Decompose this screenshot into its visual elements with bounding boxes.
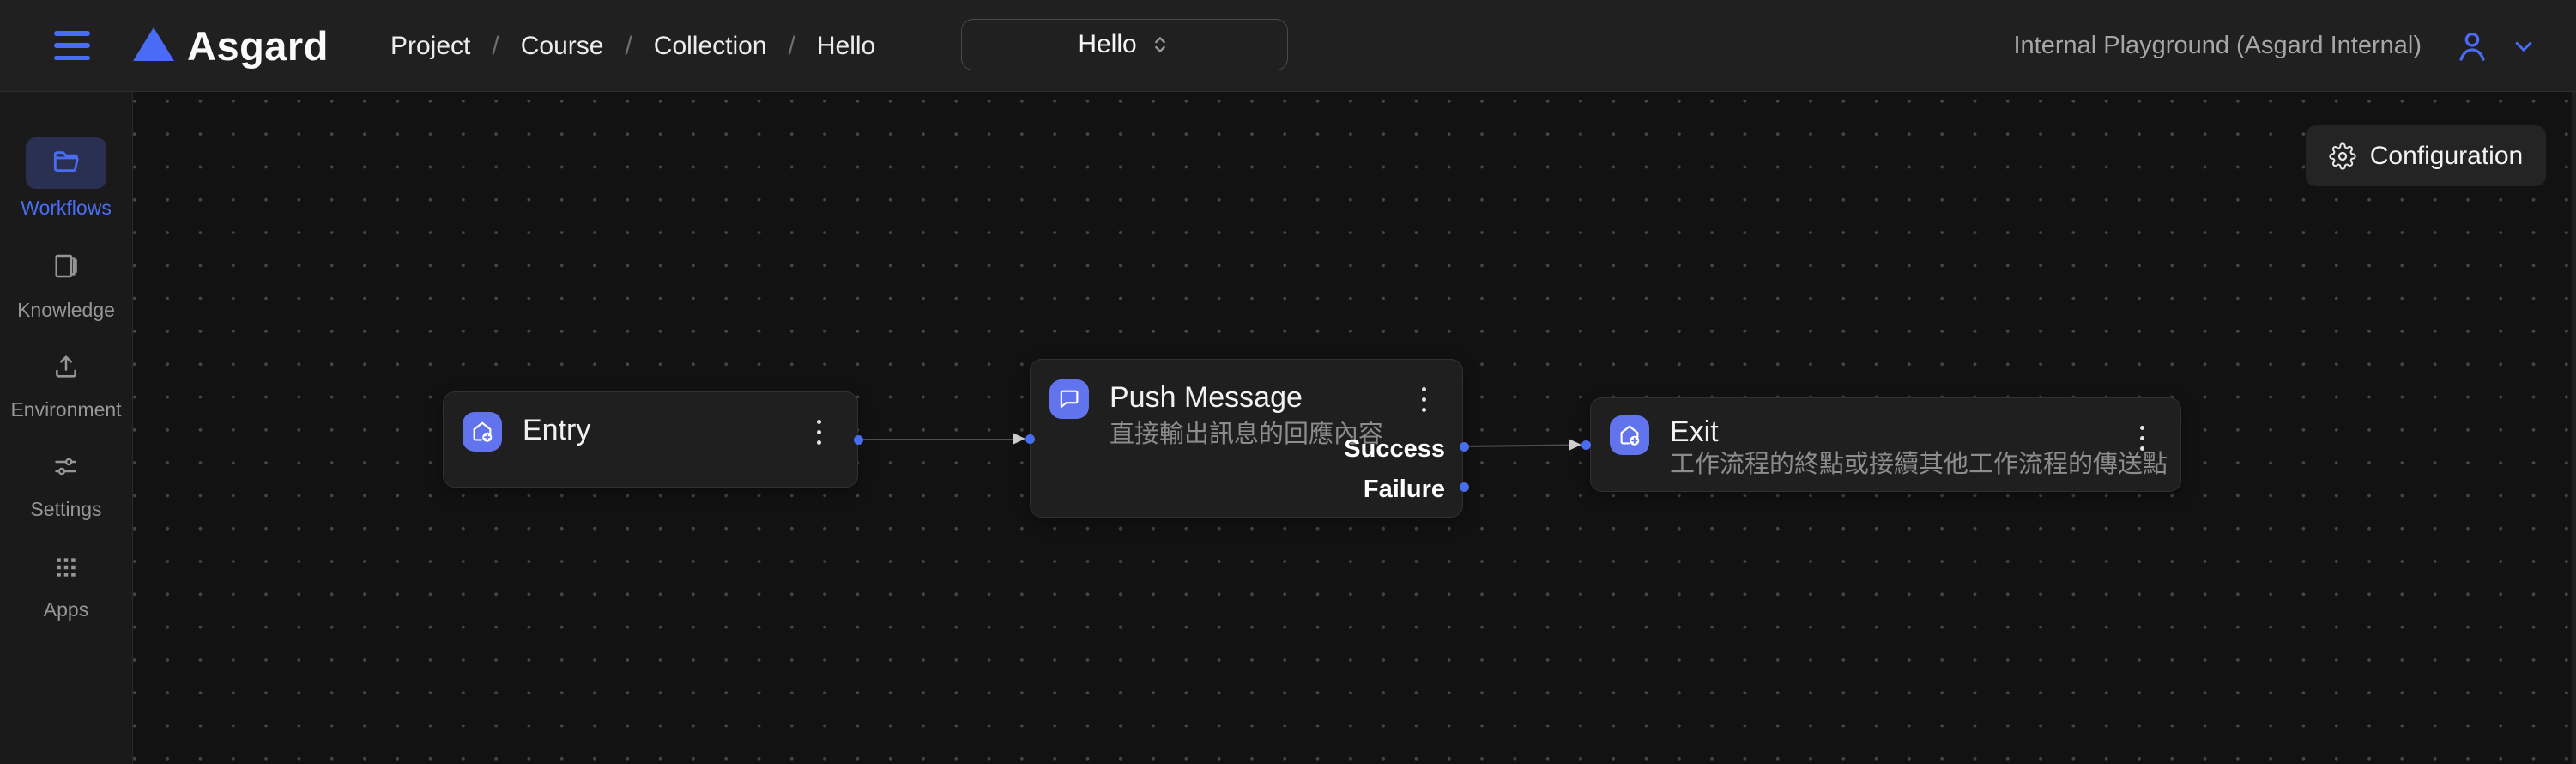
topbar-right-group: Internal Playground (Asgard Internal) bbox=[2013, 0, 2538, 92]
menu-icon[interactable] bbox=[54, 31, 90, 60]
sidebar-item-label: Knowledge bbox=[17, 299, 115, 321]
configuration-button[interactable]: Configuration bbox=[2306, 125, 2546, 186]
configuration-button-label: Configuration bbox=[2369, 141, 2524, 170]
canvas-right-edge bbox=[2572, 92, 2576, 764]
node-entry[interactable]: Entry bbox=[443, 391, 858, 488]
chevron-down-icon[interactable] bbox=[2509, 32, 2538, 61]
sidebar-item-label: Settings bbox=[30, 498, 102, 520]
folder-icon bbox=[53, 151, 79, 173]
node-menu-kebab-icon[interactable] bbox=[2137, 422, 2148, 454]
logo-text: Asgard bbox=[187, 23, 329, 69]
port-push-failure-output[interactable] bbox=[1460, 482, 1469, 492]
entry-node-icon bbox=[463, 412, 502, 452]
user-icon[interactable] bbox=[2454, 25, 2490, 68]
select-updown-icon bbox=[1154, 37, 1165, 52]
edge-arrowhead bbox=[1013, 433, 1025, 445]
node-title: Entry bbox=[523, 414, 591, 446]
edge-arrowhead bbox=[1569, 439, 1581, 451]
breadcrumb-item-collection[interactable]: Collection bbox=[653, 31, 767, 60]
breadcrumb-separator: / bbox=[492, 31, 499, 60]
output-label-success: Success bbox=[1344, 435, 1445, 463]
sidebar-item-label: Apps bbox=[43, 598, 89, 621]
node-menu-kebab-icon[interactable] bbox=[813, 416, 825, 448]
output-label-failure: Failure bbox=[1363, 476, 1445, 503]
sidebar-item-apps[interactable]: Apps bbox=[44, 554, 88, 622]
sidebar-item-workflows[interactable]: Workflows bbox=[21, 137, 112, 220]
breadcrumb: Project / Course / Collection / Hello bbox=[390, 0, 875, 92]
port-exit-input[interactable] bbox=[1581, 440, 1591, 450]
workflow-canvas[interactable]: Configuration Entry bbox=[133, 92, 2576, 764]
node-title: Exit bbox=[1670, 415, 1719, 448]
gear-icon bbox=[2329, 142, 2356, 170]
sidebar-item-label: Environment bbox=[10, 398, 122, 421]
node-title: Push Message bbox=[1110, 381, 1303, 414]
sidebar-item-environment[interactable]: Environment bbox=[10, 352, 122, 421]
message-node-icon bbox=[1049, 379, 1089, 419]
sidebar: Workflows Knowledge Environment bbox=[0, 92, 133, 764]
sidebar-item-settings[interactable]: Settings bbox=[30, 452, 102, 521]
workflow-select[interactable]: Hello bbox=[961, 19, 1288, 70]
sidebar-active-pill bbox=[26, 137, 106, 189]
exit-node-icon bbox=[1610, 415, 1649, 455]
book-icon bbox=[55, 254, 77, 278]
upload-icon bbox=[56, 355, 76, 378]
sidebar-item-knowledge[interactable]: Knowledge bbox=[17, 251, 115, 322]
topbar: Asgard Project / Course / Collection / H… bbox=[0, 0, 2576, 92]
logo-triangle-icon bbox=[133, 27, 174, 61]
workspace-label: Internal Playground (Asgard Internal) bbox=[2013, 32, 2422, 59]
breadcrumb-item-hello[interactable]: Hello bbox=[816, 31, 876, 60]
sidebar-item-label: Workflows bbox=[21, 197, 112, 219]
logo[interactable]: Asgard bbox=[133, 0, 329, 92]
node-subtitle: 工作流程的終點或接續其他工作流程的傳送點 bbox=[1670, 451, 2168, 478]
port-push-success-output[interactable] bbox=[1460, 442, 1469, 452]
port-entry-output[interactable] bbox=[854, 435, 863, 445]
breadcrumb-item-project[interactable]: Project bbox=[390, 31, 471, 60]
breadcrumb-item-course[interactable]: Course bbox=[520, 31, 604, 60]
workflow-select-value: Hello bbox=[1078, 30, 1137, 58]
edge-success-to-exit[interactable] bbox=[1463, 444, 1570, 447]
breadcrumb-separator: / bbox=[788, 31, 795, 60]
node-push-message[interactable]: Push Message 直接輸出訊息的回應內容 Success Failure bbox=[1030, 359, 1463, 518]
node-exit[interactable]: Exit 工作流程的終點或接續其他工作流程的傳送點 bbox=[1590, 397, 2181, 492]
sliders-icon bbox=[55, 458, 77, 476]
port-push-input[interactable] bbox=[1025, 434, 1035, 444]
breadcrumb-separator: / bbox=[625, 31, 632, 60]
node-menu-kebab-icon[interactable] bbox=[1418, 384, 1430, 415]
node-subtitle: 直接輸出訊息的回應內容 bbox=[1110, 421, 1384, 448]
grid-icon bbox=[57, 558, 76, 577]
